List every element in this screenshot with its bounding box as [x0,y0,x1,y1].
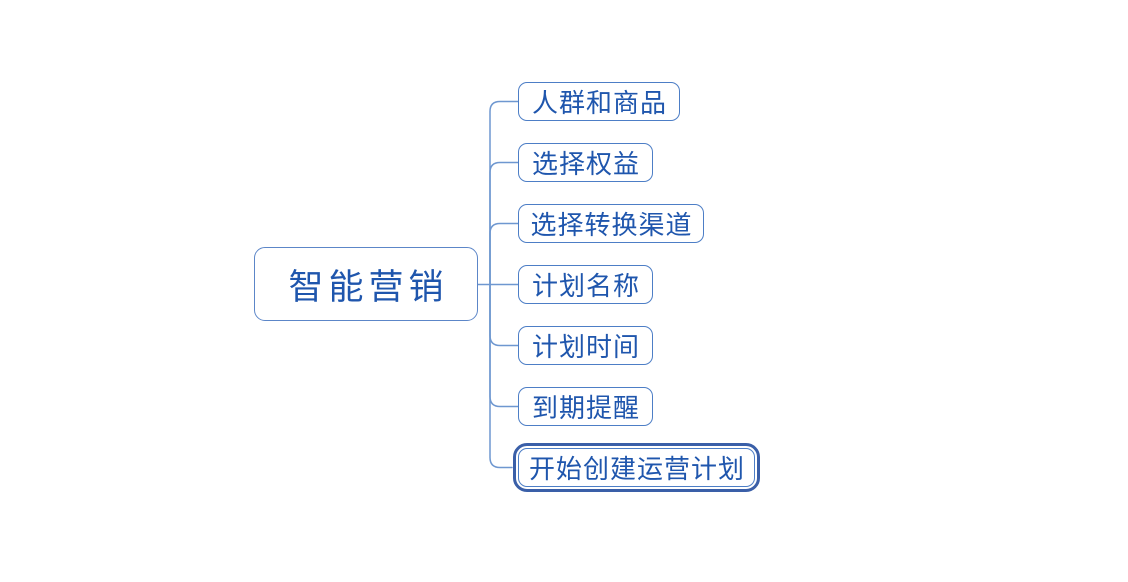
mindmap-node-crowd-and-products[interactable]: 人群和商品 [518,82,680,121]
mindmap-node-select-conversion-channel[interactable]: 选择转换渠道 [518,204,704,243]
connector-to-child-2 [489,222,519,286]
mindmap-node-select-benefits[interactable]: 选择权益 [518,143,653,182]
connector-to-child-6 [489,283,513,469]
connector-to-child-1 [489,161,519,286]
mindmap-root-node[interactable]: 智能营销 [254,247,478,321]
connector-to-child-0 [489,100,519,286]
mindmap-node-plan-name[interactable]: 计划名称 [518,265,653,304]
connector-to-child-5 [489,283,519,408]
mindmap-node-start-create-operation-plan[interactable]: 开始创建运营计划 [513,443,760,492]
mindmap-node-plan-time[interactable]: 计划时间 [518,326,653,365]
connector-to-child-4 [489,283,519,347]
mindmap-node-expiry-reminder[interactable]: 到期提醒 [518,387,653,426]
